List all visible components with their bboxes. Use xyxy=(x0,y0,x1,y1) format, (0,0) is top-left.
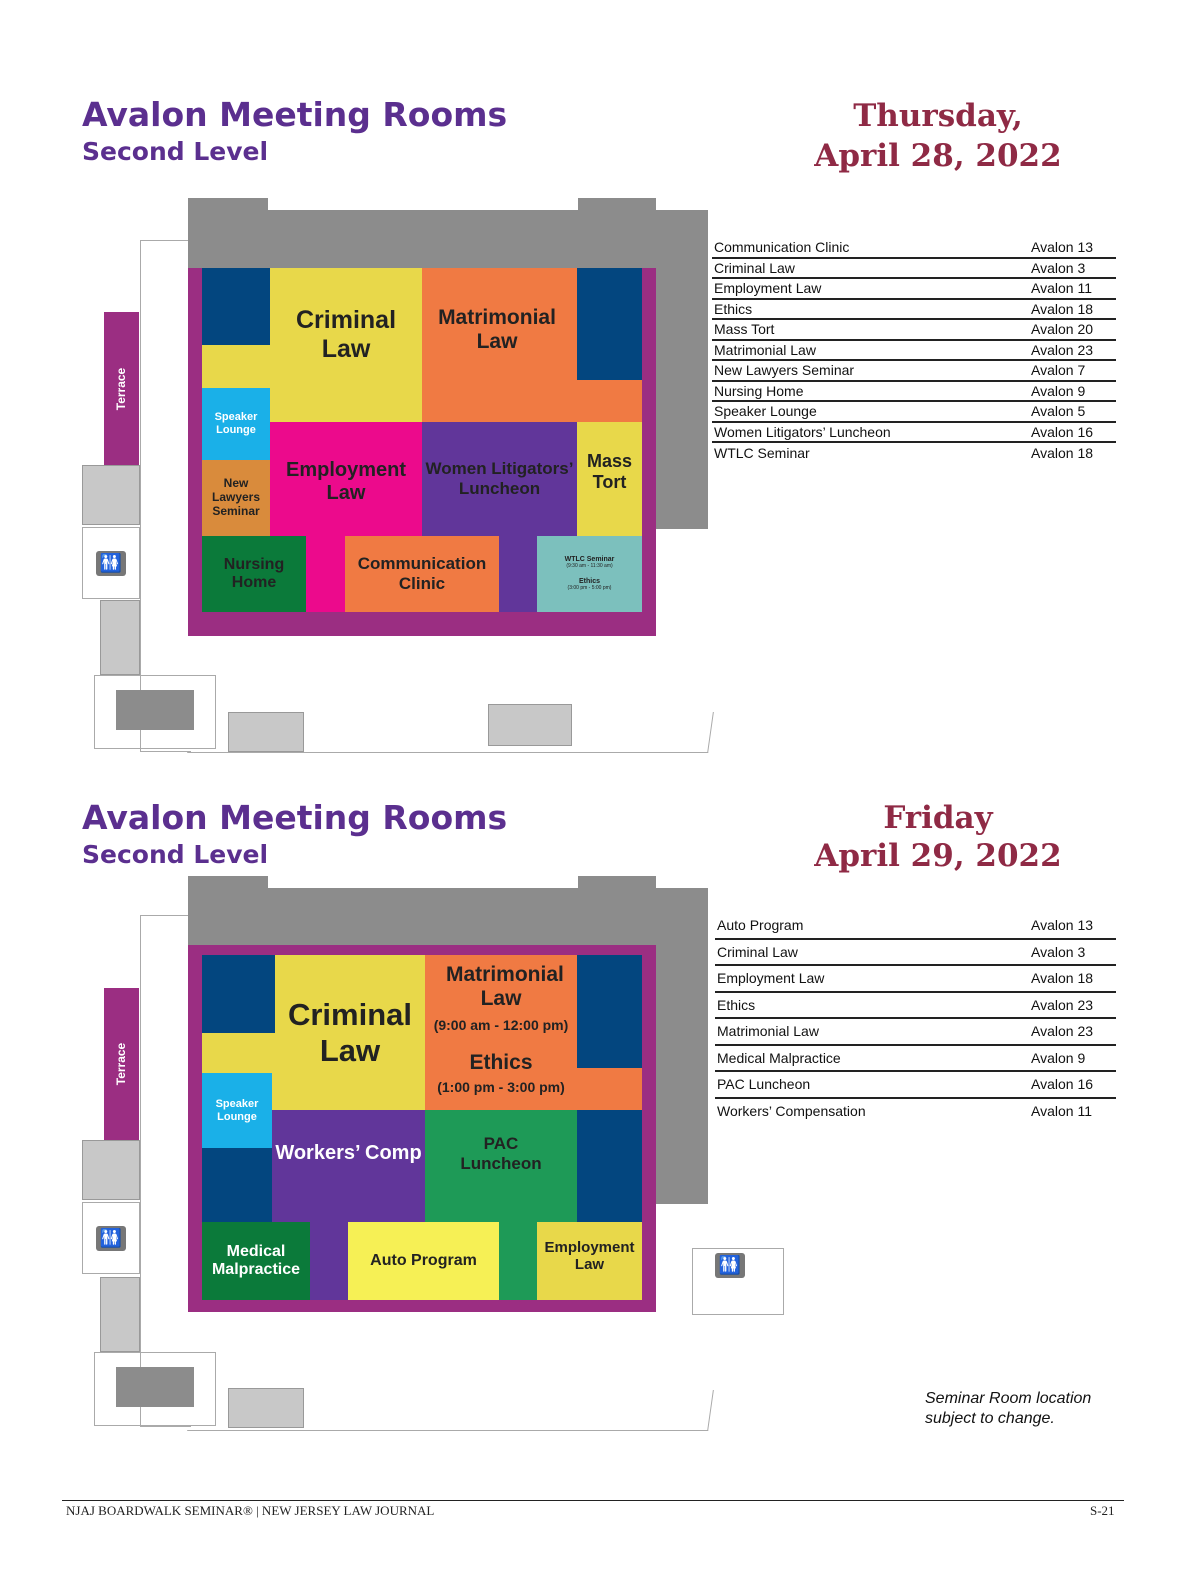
schedule-session: PAC Luncheon xyxy=(715,1071,1029,1099)
room-criminal-law: Criminal Law xyxy=(270,268,422,422)
friday-subtitle: Second Level xyxy=(82,840,269,869)
schedule-room: Avalon 3 xyxy=(1029,257,1116,279)
ethics-time: (3:00 pm - 5:00 pm) xyxy=(567,585,612,592)
schedule-session: Ethics xyxy=(712,298,1029,320)
schedule-room: Avalon 13 xyxy=(1029,912,1116,940)
page-number: S-21 xyxy=(1090,1503,1115,1518)
wtlc-time: (9:30 am - 11:30 am) xyxy=(566,563,613,570)
ethics-label: Ethics xyxy=(469,1051,533,1075)
footer-left: NJAJ BOARDWALK SEMINAR® | NEW JERSEY LAW… xyxy=(66,1503,435,1518)
matrimonial-label: Matrimonial Law xyxy=(446,963,564,1011)
thursday-title: Avalon Meeting Rooms xyxy=(82,95,508,134)
friday-title: Avalon Meeting Rooms xyxy=(82,798,508,837)
room-wtlc-ethics: WTLC Seminar (9:30 am - 11:30 am) Ethics… xyxy=(537,536,642,612)
schedule-session: Employment Law xyxy=(715,965,1029,993)
matrimonial-time: (9:00 am - 12:00 pm) xyxy=(433,1017,569,1034)
room-new-lawyers: New Lawyers Seminar xyxy=(202,460,270,536)
schedule-room: Avalon 20 xyxy=(1029,319,1116,341)
room-criminal-law: Criminal Law xyxy=(275,955,425,1110)
friday-date: April 29, 2022 xyxy=(814,838,1062,874)
wtlc-label: WTLC Seminar xyxy=(564,556,615,564)
schedule-room: Avalon 11 xyxy=(1029,278,1116,300)
schedule-room: Avalon 7 xyxy=(1029,360,1116,382)
room-auto-program: Auto Program xyxy=(348,1222,499,1300)
room-employment-law: Employment Law xyxy=(537,1222,642,1300)
room-mass-tort: Mass Tort xyxy=(577,422,642,536)
schedule-room: Avalon 16 xyxy=(1029,421,1116,443)
schedule-session: Medical Malpractice xyxy=(715,1044,1029,1072)
schedule-session: Speaker Lounge xyxy=(712,401,1029,423)
thursday-subtitle: Second Level xyxy=(82,137,269,166)
schedule-session: Ethics xyxy=(715,991,1029,1019)
room-nursing-home: Nursing Home xyxy=(202,536,306,612)
schedule-room: Avalon 18 xyxy=(1031,444,1094,461)
restroom-icon: 🚻 xyxy=(82,1202,140,1274)
schedule-room: Avalon 16 xyxy=(1029,1071,1116,1099)
schedule-room: Avalon 9 xyxy=(1029,380,1116,402)
schedule-room: Avalon 18 xyxy=(1029,965,1116,993)
schedule-session: New Lawyers Seminar xyxy=(712,360,1029,382)
schedule-room: Avalon 18 xyxy=(1029,298,1116,320)
room-speaker-lounge: Speaker Lounge xyxy=(202,1073,272,1148)
schedule-room: Avalon 3 xyxy=(1029,938,1116,966)
room-medical-malpractice: Medical Malpractice xyxy=(202,1222,310,1300)
ethics-time: (1:00 pm - 3:00 pm) xyxy=(437,1078,565,1095)
room-matrimonial-ethics: Matrimonial Law (9:00 am - 12:00 pm) Eth… xyxy=(425,955,577,1110)
schedule-session: Nursing Home xyxy=(712,380,1029,402)
schedule-session: Mass Tort xyxy=(712,319,1029,341)
friday-day: Friday xyxy=(883,800,993,836)
schedule-room: Avalon 23 xyxy=(1029,1018,1116,1046)
schedule-room: Avalon 23 xyxy=(1029,991,1116,1019)
schedule-session: Auto Program xyxy=(715,912,1029,940)
room-pac-luncheon: PAC Luncheon xyxy=(425,1110,577,1222)
thursday-date: April 28, 2022 xyxy=(814,138,1062,174)
thursday-day: Thursday, xyxy=(853,98,1023,134)
restroom-icon-2: 🚻 xyxy=(704,1234,756,1296)
schedule-room: Avalon 9 xyxy=(1029,1044,1116,1072)
restroom-icon: 🚻 xyxy=(82,527,140,599)
schedule-session: Employment Law xyxy=(712,278,1029,300)
schedule-session: Women Litigators’ Luncheon xyxy=(712,421,1029,443)
schedule-room: Avalon 13 xyxy=(1029,237,1116,259)
schedule-session: Criminal Law xyxy=(715,938,1029,966)
schedule-session: WTLC Seminar xyxy=(714,444,810,461)
schedule-room: Avalon 23 xyxy=(1029,339,1116,361)
terrace-label: Terrace xyxy=(104,312,139,465)
ethics-label: Ethics xyxy=(578,578,600,585)
change-note: Seminar Room location subject to change. xyxy=(925,1390,1092,1427)
schedule-session: Criminal Law xyxy=(712,257,1029,279)
room-speaker-lounge: Speaker Lounge xyxy=(202,388,270,460)
room-workers-comp: Workers’ Comp xyxy=(272,1110,425,1222)
schedule-row: WTLC Seminar Avalon 18 xyxy=(712,442,1116,463)
schedule-session: Matrimonial Law xyxy=(715,1018,1029,1046)
schedule-room: Avalon 11 xyxy=(1031,1103,1092,1120)
schedule-session: Workers’ Compensation xyxy=(717,1103,866,1120)
schedule-session: Matrimonial Law xyxy=(712,339,1029,361)
schedule-row: Workers’ Compensation Avalon 11 xyxy=(715,1098,1116,1125)
schedule-session: Communication Clinic xyxy=(712,237,1029,259)
terrace-label: Terrace xyxy=(104,988,139,1140)
room-navy xyxy=(202,268,270,345)
schedule-room: Avalon 5 xyxy=(1029,401,1116,423)
room-communication-clinic: Communication Clinic xyxy=(345,536,499,612)
